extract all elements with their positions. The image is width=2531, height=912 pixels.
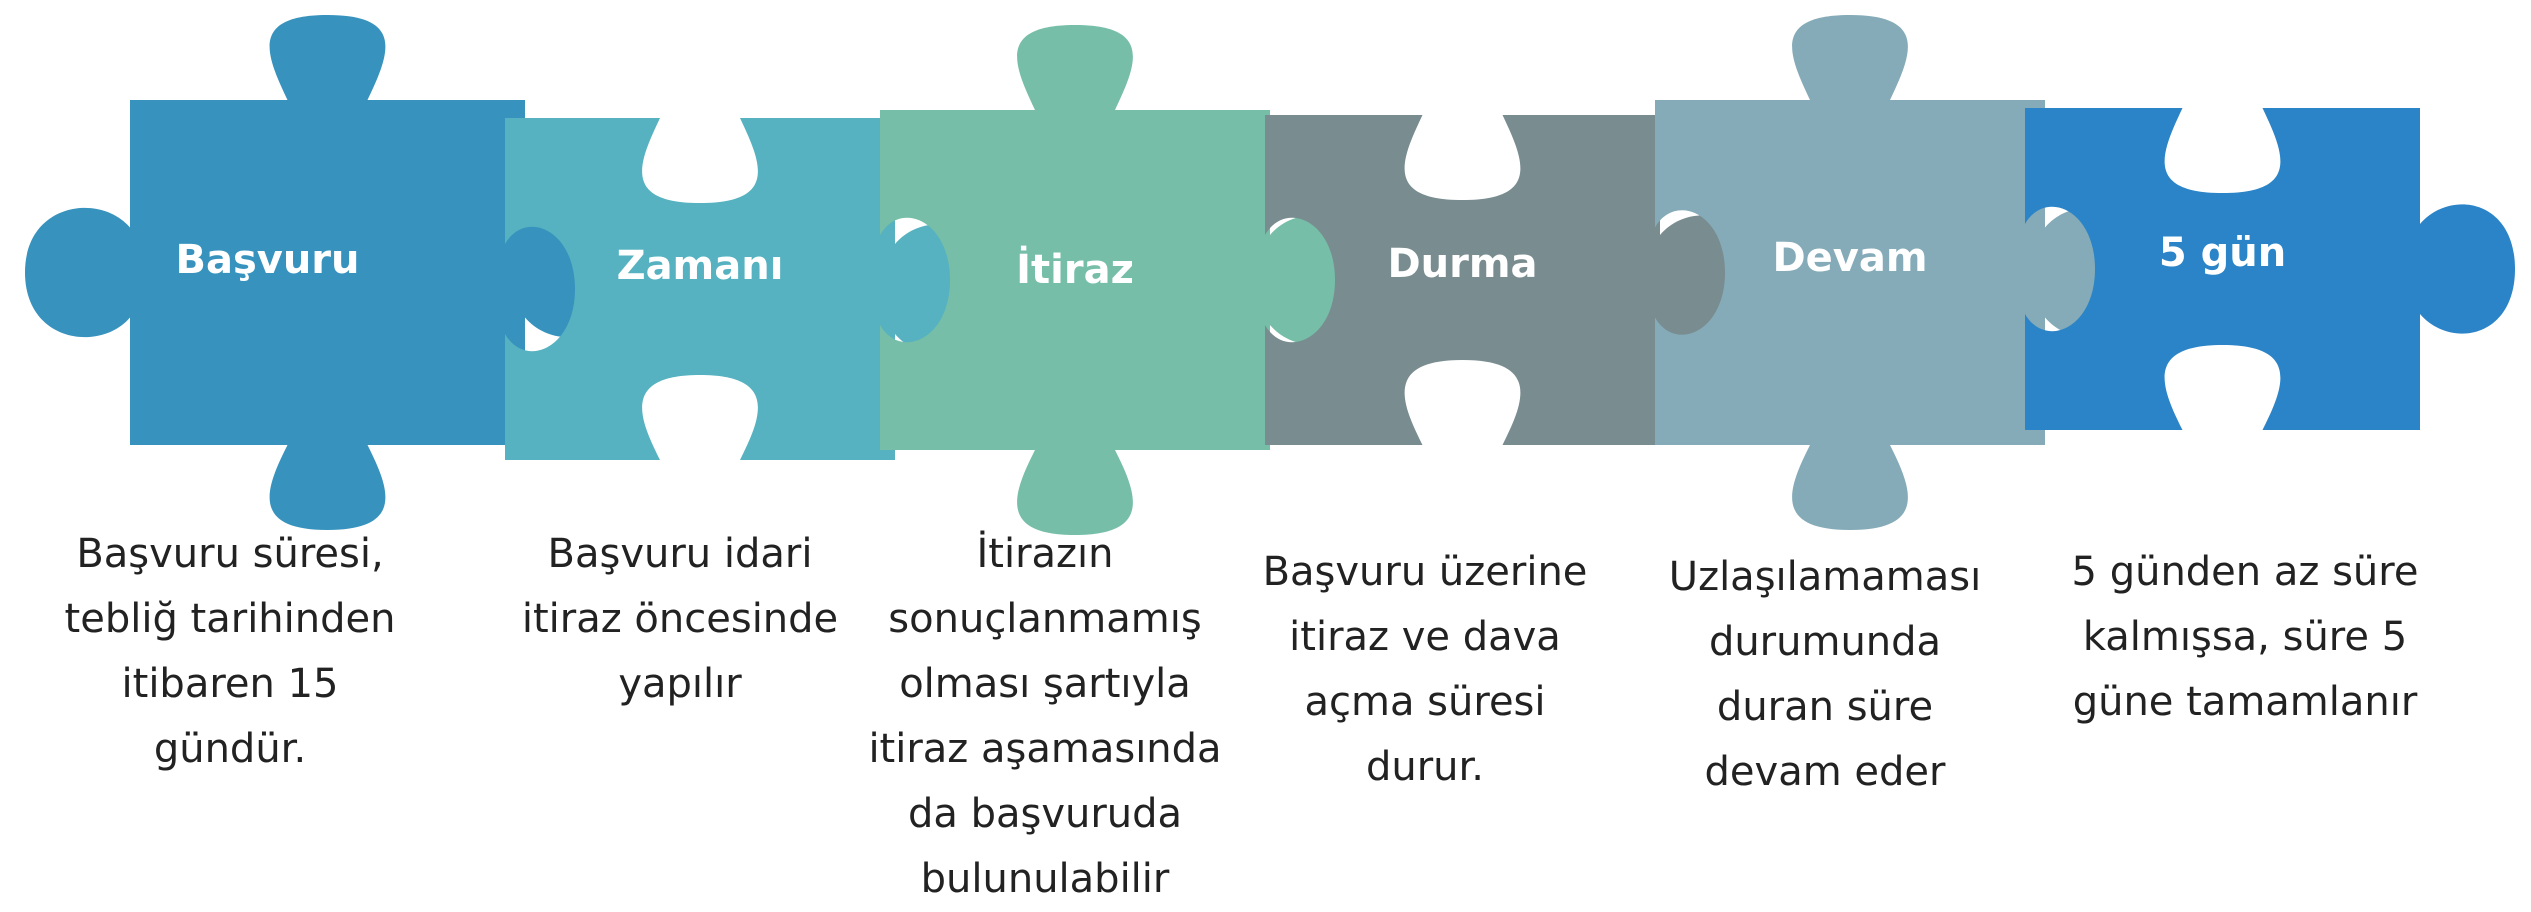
puzzle-title-durma: Durma xyxy=(1387,241,1537,287)
puzzle-diagram: Başvuru Zamanı İtiraz Durma Devam 5 gün xyxy=(25,15,2515,535)
caption-durma: Başvuru üzerine itiraz ve dava açma süre… xyxy=(1262,549,1588,790)
puzzle-title-zamani: Zamanı xyxy=(617,243,784,289)
puzzle-title-itiraz: İtiraz xyxy=(1016,245,1134,293)
puzzle-piece-basvuru xyxy=(25,15,620,530)
caption-itiraz: İtirazın sonuçlanmamış olması şartıyla i… xyxy=(868,531,1222,902)
caption-5-gun: 5 günden az süre kalmışsa, süre 5 güne t… xyxy=(2071,549,2419,725)
puzzle-piece-zamani xyxy=(505,118,990,460)
caption-zamani: Başvuru idari itiraz öncesinde yapılır xyxy=(521,531,839,707)
puzzle-piece-itiraz xyxy=(880,25,1365,535)
puzzle-piece-5-gun xyxy=(2025,108,2515,430)
caption-basvuru: Başvuru süresi, tebliğ tarihinden itibar… xyxy=(64,531,396,772)
puzzle-title-basvuru: Başvuru xyxy=(175,237,359,283)
puzzle-piece-durma xyxy=(1265,115,1755,445)
puzzle-title-devam: Devam xyxy=(1772,235,1927,281)
puzzle-title-5-gun: 5 gün xyxy=(2159,230,2286,276)
caption-devam: Uzlaşılamaması durumunda duran süre deva… xyxy=(1668,554,1982,795)
puzzle-piece-devam xyxy=(1655,15,2140,530)
